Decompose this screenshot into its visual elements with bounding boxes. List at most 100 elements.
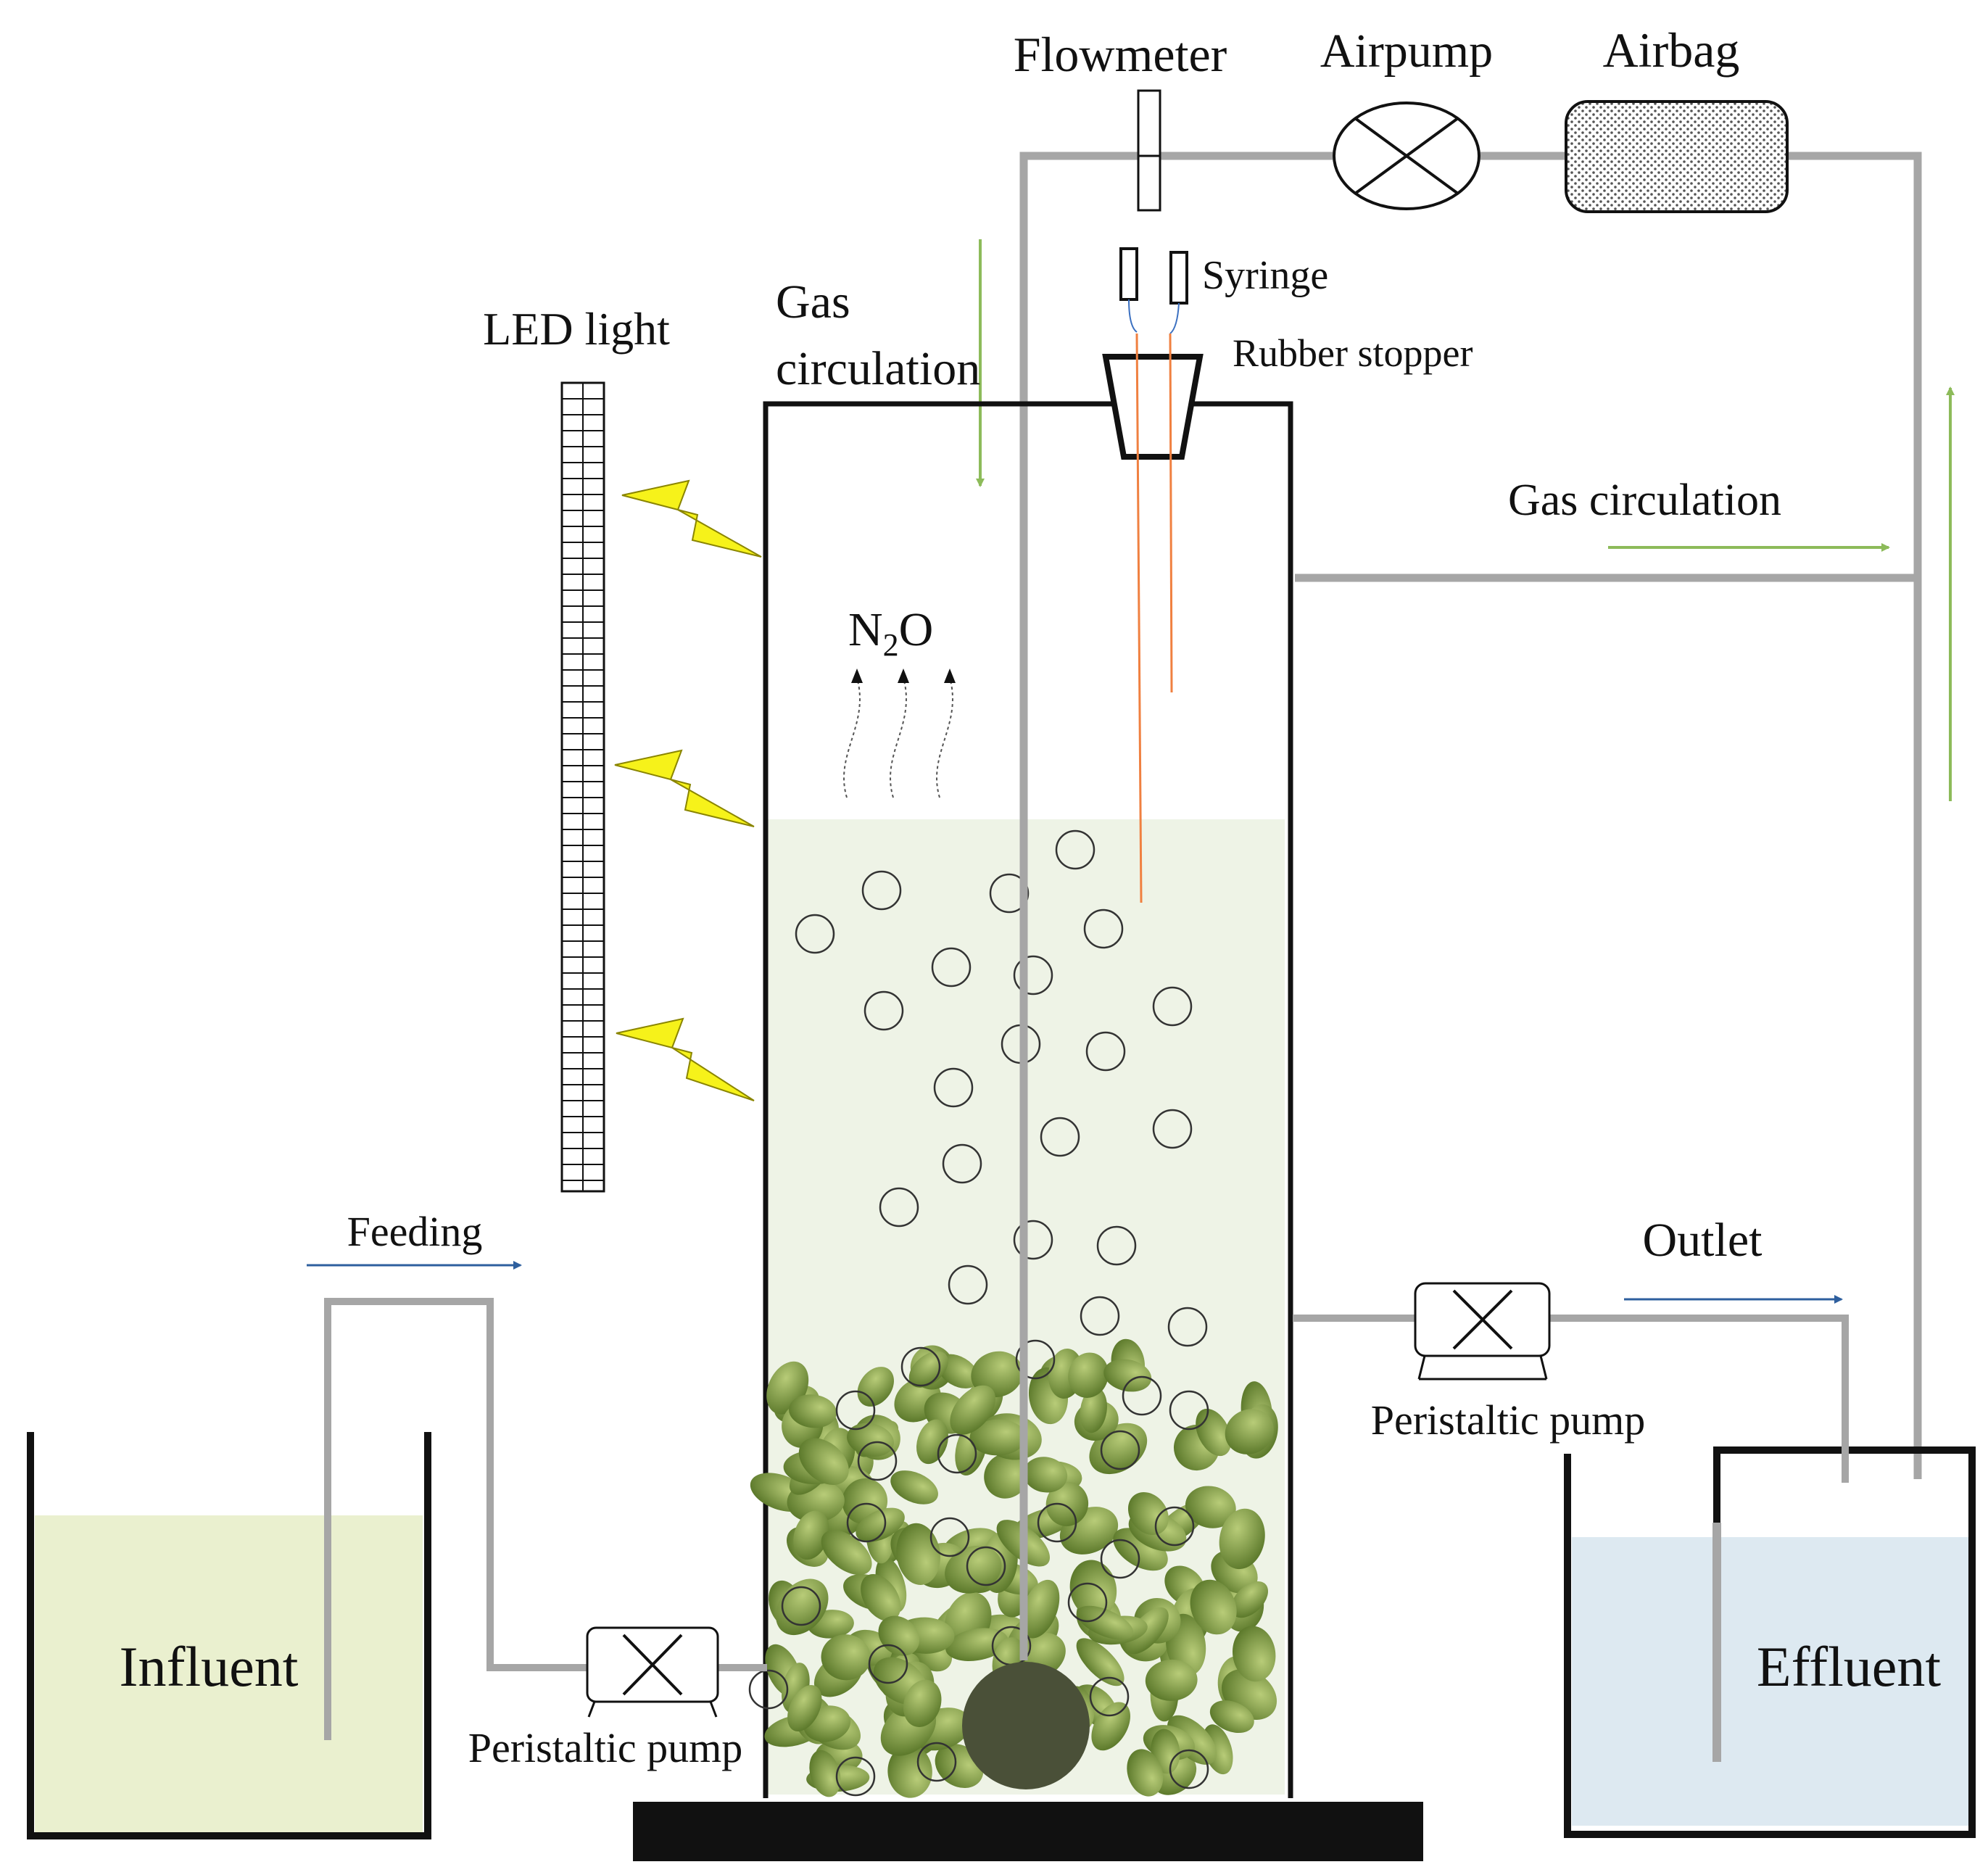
bubble xyxy=(937,1433,977,1474)
granule xyxy=(1231,1581,1268,1618)
n2o-rising-arrows xyxy=(843,677,953,798)
bubble xyxy=(931,947,972,988)
svg-text:N2O: N2O xyxy=(848,603,933,663)
influent-label: Influent xyxy=(120,1635,299,1698)
granule xyxy=(821,1634,871,1681)
granule xyxy=(1077,1605,1134,1640)
bubble xyxy=(933,1067,974,1108)
granule xyxy=(1069,1560,1117,1618)
flowmeter-icon xyxy=(1137,89,1161,212)
syringe-icon xyxy=(1119,247,1188,334)
flowmeter-label: Flowmeter xyxy=(1014,27,1227,82)
bubble xyxy=(1152,1109,1193,1149)
bubble xyxy=(1015,1339,1056,1380)
granule xyxy=(950,1385,996,1435)
effluent-label: Effluent xyxy=(1757,1635,1941,1698)
led-light-label: LED light xyxy=(483,303,670,355)
airpump-label: Airpump xyxy=(1320,25,1493,78)
bubble xyxy=(1169,1749,1209,1789)
bubble xyxy=(1055,829,1096,870)
n2o-label: N2O xyxy=(848,603,933,663)
gas-circulation-left-label-2: circulation xyxy=(776,342,980,395)
peristaltic-pump-left-label: Peristaltic pump xyxy=(468,1724,743,1771)
bubble xyxy=(1167,1307,1208,1347)
bubble xyxy=(1089,1676,1130,1717)
granule xyxy=(945,1545,1002,1594)
granule xyxy=(1190,1579,1237,1635)
gas-bubbles xyxy=(748,829,1209,1797)
granule xyxy=(887,1744,932,1798)
granule xyxy=(1023,1457,1068,1493)
bubble xyxy=(1013,1220,1053,1260)
granule xyxy=(1127,1491,1169,1536)
granule xyxy=(1127,1749,1164,1797)
bubble xyxy=(879,1187,919,1228)
granule xyxy=(787,1684,822,1732)
bubble xyxy=(857,1441,898,1481)
granule xyxy=(1021,1579,1060,1639)
lightning-icon xyxy=(616,1017,755,1101)
granule xyxy=(896,1523,940,1585)
bubble xyxy=(900,1346,941,1387)
gas-circulation-left-label-1: Gas xyxy=(776,276,850,328)
bubble xyxy=(1152,986,1193,1027)
n2o-arrowheads xyxy=(851,669,956,683)
bubble xyxy=(868,1644,908,1684)
granule xyxy=(984,1453,1029,1499)
bubble xyxy=(1100,1539,1140,1579)
granule xyxy=(945,1628,1009,1661)
granule xyxy=(1209,1700,1254,1734)
airbag-label: Airbag xyxy=(1603,22,1740,78)
granule xyxy=(890,1470,938,1504)
bubble xyxy=(929,1517,970,1557)
granule xyxy=(903,1679,942,1727)
bubble xyxy=(1085,1031,1126,1072)
granule xyxy=(1076,1638,1125,1686)
led-light-panel xyxy=(560,381,605,1193)
bubble xyxy=(989,873,1030,914)
reactor-base xyxy=(633,1802,1423,1861)
granule xyxy=(856,1507,905,1542)
granule xyxy=(1225,1409,1274,1454)
granule xyxy=(821,1530,872,1576)
airpump-icon xyxy=(1333,102,1480,210)
granule xyxy=(798,1438,849,1485)
granule xyxy=(916,1419,948,1465)
bubble xyxy=(916,1742,957,1782)
peristaltic-pump-right-icon xyxy=(1414,1282,1551,1381)
airbag-icon xyxy=(1565,100,1789,213)
bubble xyxy=(1080,1296,1120,1336)
bubble xyxy=(835,1756,876,1797)
bubble xyxy=(1037,1502,1077,1543)
lightning-icons xyxy=(614,479,762,1101)
peristaltic-pump-right-label: Peristaltic pump xyxy=(1371,1396,1646,1444)
bubble xyxy=(1013,955,1053,996)
granule xyxy=(847,1423,894,1457)
bubble xyxy=(1083,908,1124,949)
bubble xyxy=(948,1265,988,1305)
granule xyxy=(1125,1607,1169,1655)
granule xyxy=(1068,1352,1109,1398)
n2o-text-end: O xyxy=(899,603,934,656)
lightning-icon xyxy=(614,749,755,827)
n2o-subscript: 2 xyxy=(883,627,899,663)
bubble xyxy=(966,1546,1006,1586)
granule xyxy=(809,1750,841,1797)
granule xyxy=(789,1394,837,1428)
granule xyxy=(969,1419,1027,1456)
sampling-probe-lines xyxy=(1135,333,1173,903)
granule xyxy=(861,1573,901,1622)
syringe-label: Syringe xyxy=(1202,253,1328,298)
bubble xyxy=(1067,1582,1108,1623)
granule xyxy=(1232,1626,1276,1682)
feeding-label: Feeding xyxy=(347,1208,483,1255)
granule xyxy=(1145,1659,1198,1701)
gas-circulation-right-label: Gas circulation xyxy=(1508,476,1781,525)
bubble xyxy=(1100,1430,1140,1470)
n2o-text: N xyxy=(848,603,883,656)
gas-diffuser-icon xyxy=(962,1662,1090,1789)
influent-tank xyxy=(27,1432,431,1839)
peristaltic-pump-left-icon xyxy=(586,1626,719,1718)
